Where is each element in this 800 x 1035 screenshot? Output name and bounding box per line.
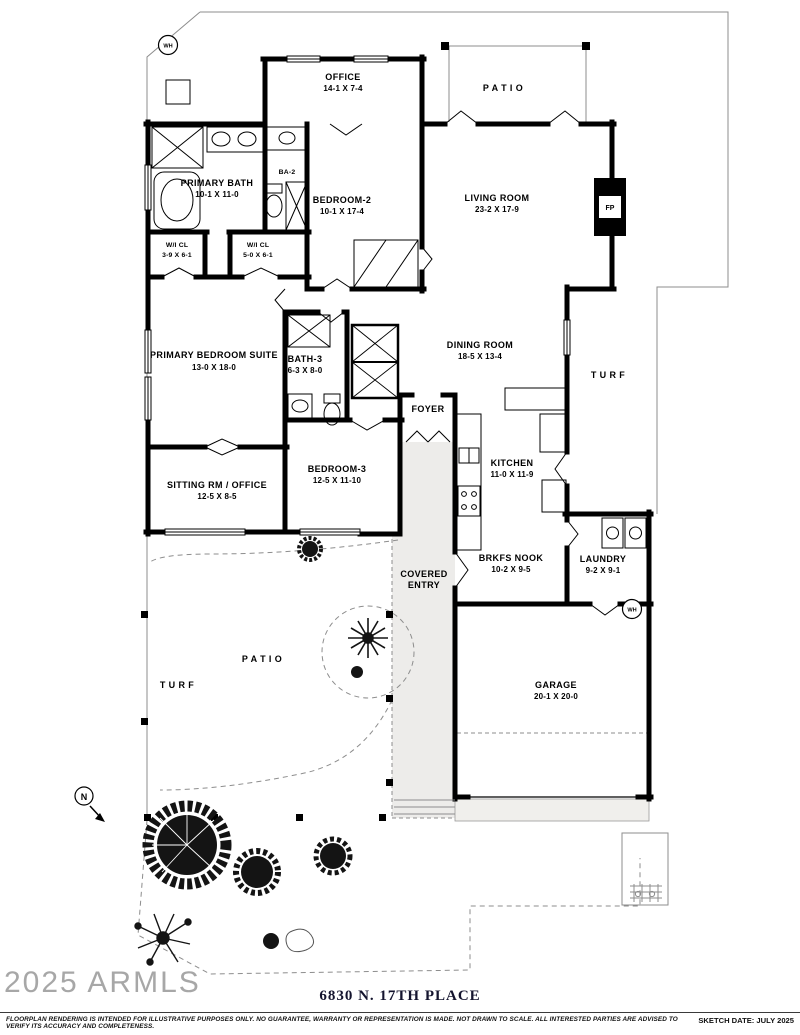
room-dims-bath3: 6-3 X 8-0 <box>288 366 323 375</box>
toilet <box>265 183 283 218</box>
room-label-bath3: BATH-3 <box>288 354 323 364</box>
room-dims-sitting-room: 12-5 X 8-5 <box>197 492 237 501</box>
range <box>457 485 481 517</box>
room-label-dining-room: DINING ROOM <box>447 340 513 350</box>
room-label-wi-closet-2: W/I CL <box>247 242 269 249</box>
page-title: 6830 N. 17TH PLACE <box>319 988 481 1004</box>
room-dims-dining-room: 18-5 X 13-4 <box>458 352 502 361</box>
bath3-fixtures <box>287 314 341 426</box>
wh-label-1: WH <box>163 44 172 50</box>
trees <box>134 536 388 966</box>
vanity-sinks <box>206 126 264 153</box>
entry-steps <box>394 799 455 815</box>
toilet <box>323 393 341 426</box>
room-label-foyer: FOYER <box>411 404 444 414</box>
room-label-turf-left: T U R F <box>160 680 194 690</box>
room-label-laundry: LAUNDRY <box>580 554 626 564</box>
shower <box>151 126 204 169</box>
tree <box>351 666 363 678</box>
ba2-fixtures <box>265 126 308 231</box>
fireplace-label: FP <box>606 205 615 212</box>
room-dims-living-room: 23-2 X 17-9 <box>475 205 519 214</box>
bathtub <box>153 171 201 230</box>
room-dims-wi-closet-1: 3-9 X 6-1 <box>162 252 192 259</box>
shower <box>287 314 331 348</box>
sink <box>278 131 296 145</box>
room-label-patio-top: P A T I O <box>483 83 523 93</box>
wh-label-2: WH <box>627 608 636 614</box>
house-walls <box>143 54 654 802</box>
room-labels: OFFICE 14-1 X 7-4 P A T I O PRIMARY BATH… <box>150 72 626 701</box>
tree <box>142 800 232 890</box>
room-dims-primary-bedroom: 13-0 X 18-0 <box>192 363 236 372</box>
room-label-brkfs-nook: BRKFS NOOK <box>479 553 544 563</box>
room-dims-laundry: 9-2 X 9-1 <box>586 566 621 575</box>
room-label-garage: GARAGE <box>535 680 577 690</box>
sink-counter <box>287 393 313 419</box>
pond <box>285 928 315 953</box>
room-dims-garage: 20-1 X 20-0 <box>534 692 578 701</box>
patio-posts <box>141 42 590 821</box>
water-heater-icon: WH <box>157 34 179 56</box>
footer-bar: FLOORPLAN RENDERING IS INTENDED FOR ILLU… <box>0 1012 800 1035</box>
sink-counter <box>266 126 308 151</box>
room-label-patio-bottom: P A T I O <box>242 654 282 664</box>
room-label-kitchen: KITCHEN <box>491 458 534 468</box>
armls-watermark: 2025 ARMLS <box>4 966 201 999</box>
tree <box>263 933 279 949</box>
kitchen-peninsula <box>504 387 568 411</box>
footer-disclaimer: FLOORPLAN RENDERING IS INTENDED FOR ILLU… <box>6 1016 678 1030</box>
kitchen-fixtures <box>456 387 568 551</box>
tree <box>233 848 281 896</box>
room-label-turf-right: T U R F <box>591 370 625 380</box>
room-label-bedroom2: BEDROOM-2 <box>313 195 372 205</box>
room-dims-brkfs-nook: 10-2 X 9-5 <box>491 565 531 574</box>
room-label-office: OFFICE <box>325 72 360 82</box>
washer-dryer <box>601 517 647 549</box>
room-label-wi-closet-1: W/I CL <box>166 242 188 249</box>
room-label-primary-bath: PRIMARY BATH <box>181 178 254 188</box>
room-dims-office: 14-1 X 7-4 <box>323 84 363 93</box>
room-dims-primary-bath: 10-1 X 11-0 <box>195 190 239 199</box>
site-outline <box>137 11 729 975</box>
room-label-covered-entry-2: ENTRY <box>408 580 440 590</box>
bedroom2-closet <box>353 239 419 288</box>
sketch-date: SKETCH DATE: JULY 2025 <box>698 1016 794 1025</box>
room-label-sitting-room: SITTING RM / OFFICE <box>167 480 267 490</box>
room-label-primary-bedroom: PRIMARY BEDROOM SUITE <box>150 350 278 360</box>
tree <box>134 913 192 966</box>
primary-bath-fixtures <box>151 126 264 230</box>
room-label-covered-entry-1: COVERED <box>400 569 447 579</box>
sink <box>291 399 309 413</box>
kitchen-sink <box>458 447 480 464</box>
room-label-living-room: LIVING ROOM <box>465 193 530 203</box>
tree <box>313 836 353 876</box>
refrigerator <box>539 413 567 453</box>
fireplace: FP <box>594 178 626 236</box>
right-counter <box>541 479 567 513</box>
linen-closet <box>350 323 400 400</box>
tree <box>348 618 388 658</box>
tree <box>297 536 323 562</box>
room-label-ba2: BA-2 <box>279 169 296 176</box>
covered-entry-shading <box>392 442 650 822</box>
windows <box>144 55 571 536</box>
kitchen-counter <box>456 413 482 551</box>
shower <box>285 181 308 231</box>
room-dims-kitchen: 11-0 X 11-9 <box>490 470 533 479</box>
equipment-pad <box>165 79 191 105</box>
north-arrow: N <box>74 786 105 822</box>
room-dims-bedroom3: 12-5 X 11-10 <box>313 476 362 485</box>
doors <box>161 110 621 616</box>
room-label-bedroom3: BEDROOM-3 <box>308 464 367 474</box>
north-label: N <box>81 792 88 802</box>
water-heater-icon: WH <box>621 598 643 620</box>
room-dims-wi-closet-2: 5-0 X 6-1 <box>243 252 273 259</box>
room-dims-bedroom2: 10-1 X 17-4 <box>320 207 364 216</box>
utility-structure <box>621 832 669 906</box>
